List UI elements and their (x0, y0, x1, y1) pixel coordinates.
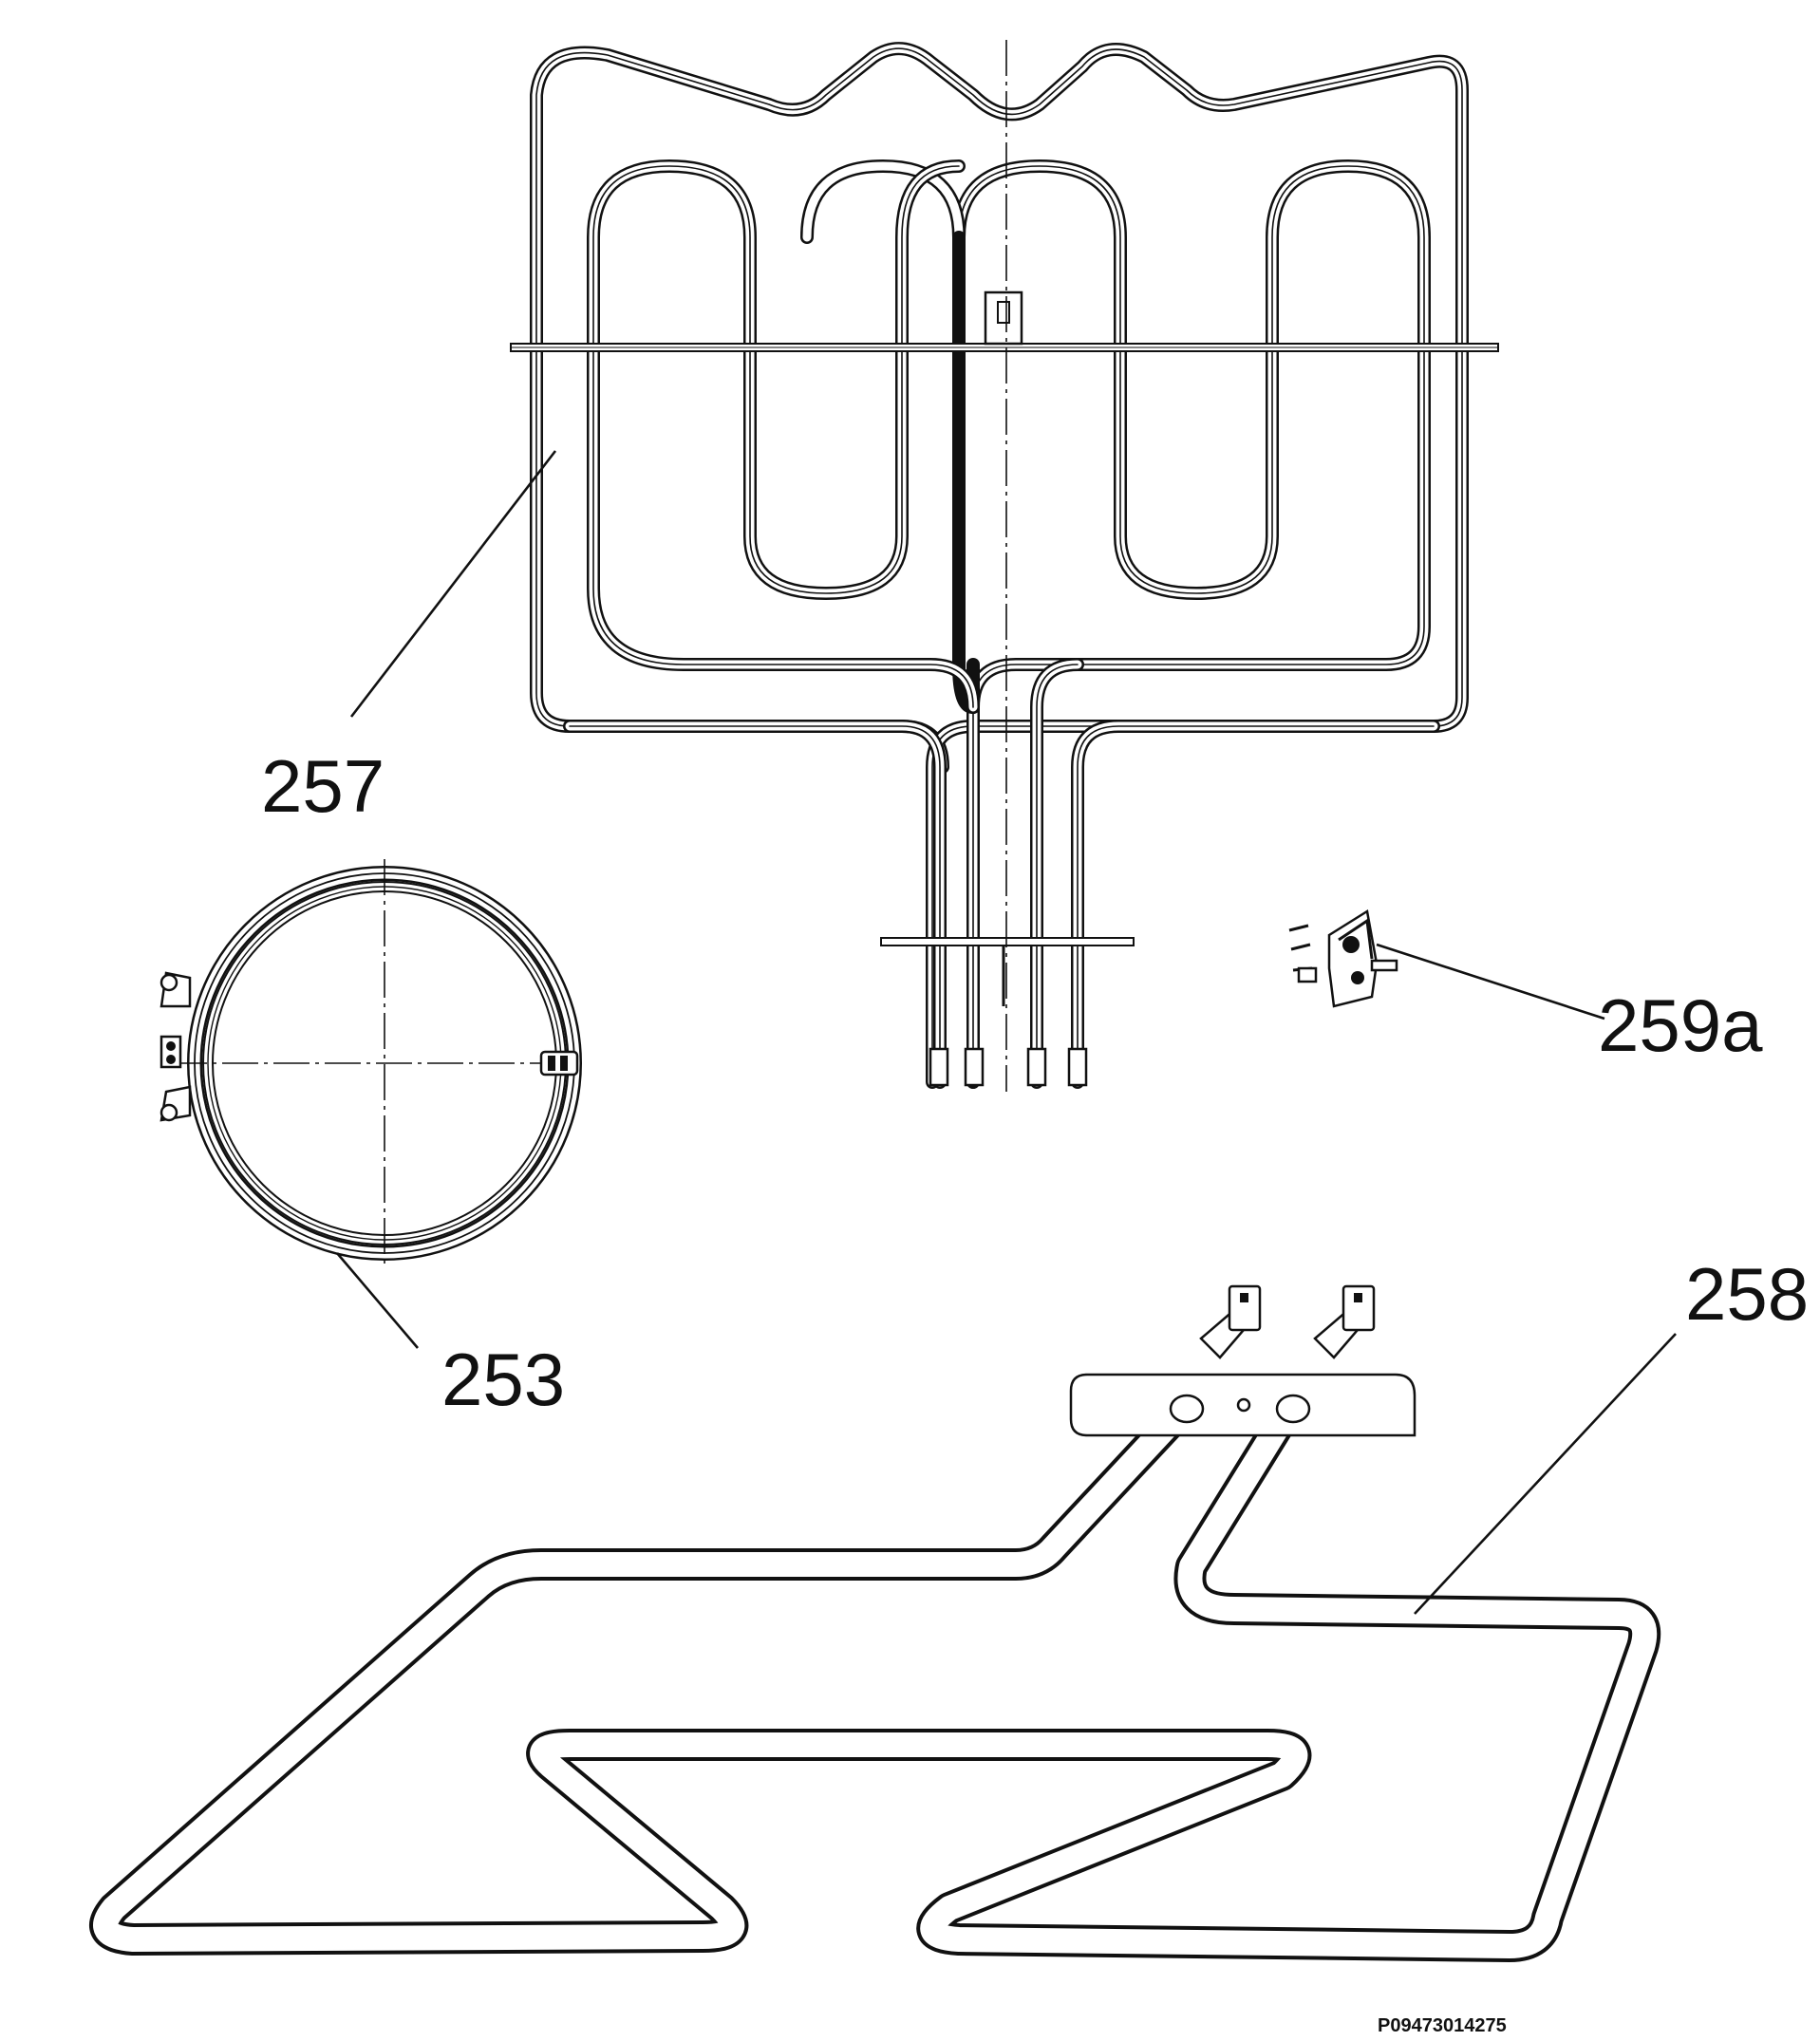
grill-center-clip (984, 290, 1023, 346)
label-259a: 259a (1598, 983, 1763, 1067)
leader-253 (336, 1252, 419, 1349)
ring-element-253 (159, 859, 582, 1267)
grill-leg-outer-left (563, 720, 947, 1089)
connector-259a (1288, 908, 1398, 1008)
label-257: 257 (261, 744, 385, 828)
bottom-element-bracket (1069, 1373, 1417, 1437)
ring-terminal-right (539, 1050, 579, 1077)
label-253: 253 (441, 1338, 565, 1421)
drawing-code: P09473014275 (1378, 2015, 1507, 2036)
callout-257: 257 (261, 450, 557, 828)
leader-258 (1414, 1333, 1677, 1615)
grill-outer-loop (530, 42, 1469, 1089)
label-258: 258 (1685, 1252, 1809, 1336)
callout-253: 253 (336, 1252, 565, 1421)
bottom-element-tube (89, 1389, 1661, 1962)
bottom-element-258 (89, 1284, 1661, 1962)
leader-257 (349, 450, 557, 718)
callout-259a: 259a (1376, 943, 1763, 1067)
grill-element-257 (510, 40, 1499, 1092)
callout-258: 258 (1414, 1252, 1809, 1615)
grill-terminals (929, 1047, 1088, 1087)
leader-259a (1376, 943, 1605, 1020)
grill-legs-right (1030, 658, 1440, 1089)
ring-connectors-left (159, 971, 192, 1122)
bottom-element-terminals (1199, 1284, 1376, 1359)
grill-mounting-plate (880, 937, 1135, 1006)
